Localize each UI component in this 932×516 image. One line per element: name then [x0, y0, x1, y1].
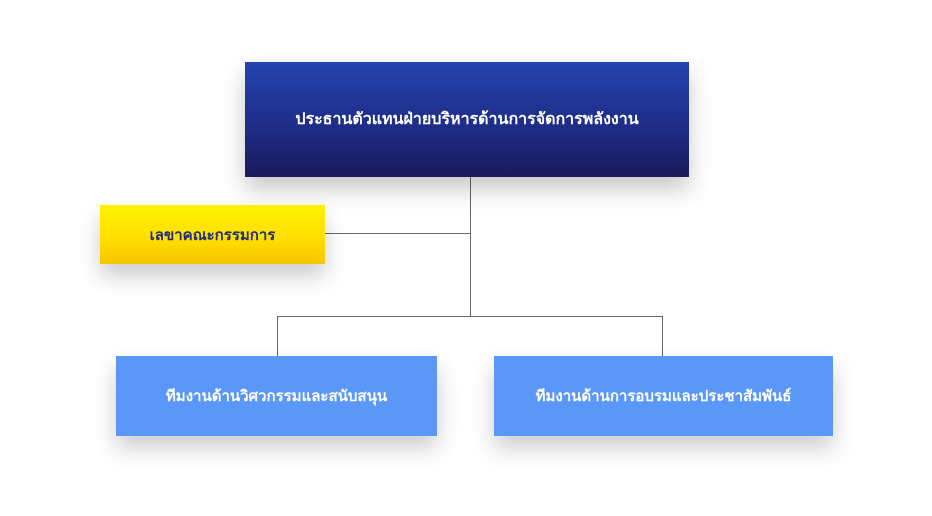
training-team-label: ทีมงานด้านการอบรมและประชาสัมพันธ์ [535, 387, 792, 405]
chairman-label: ประธานตัวแทนฝ่ายบริหารด้านการจัดการพลังง… [295, 109, 639, 128]
training-team-box: ทีมงานด้านการอบรมและประชาสัมพันธ์ [494, 356, 833, 436]
engineering-team-label: ทีมงานด้านวิศวกรรมและสนับสนุน [165, 387, 388, 405]
secretary-label: เลขาคณะกรรมการ [149, 225, 276, 244]
secretary-box: เลขาคณะกรรมการ [100, 205, 325, 264]
engineering-team-box: ทีมงานด้านวิศวกรรมและสนับสนุน [116, 356, 437, 436]
chairman-box: ประธานตัวแทนฝ่ายบริหารด้านการจัดการพลังง… [245, 62, 689, 177]
